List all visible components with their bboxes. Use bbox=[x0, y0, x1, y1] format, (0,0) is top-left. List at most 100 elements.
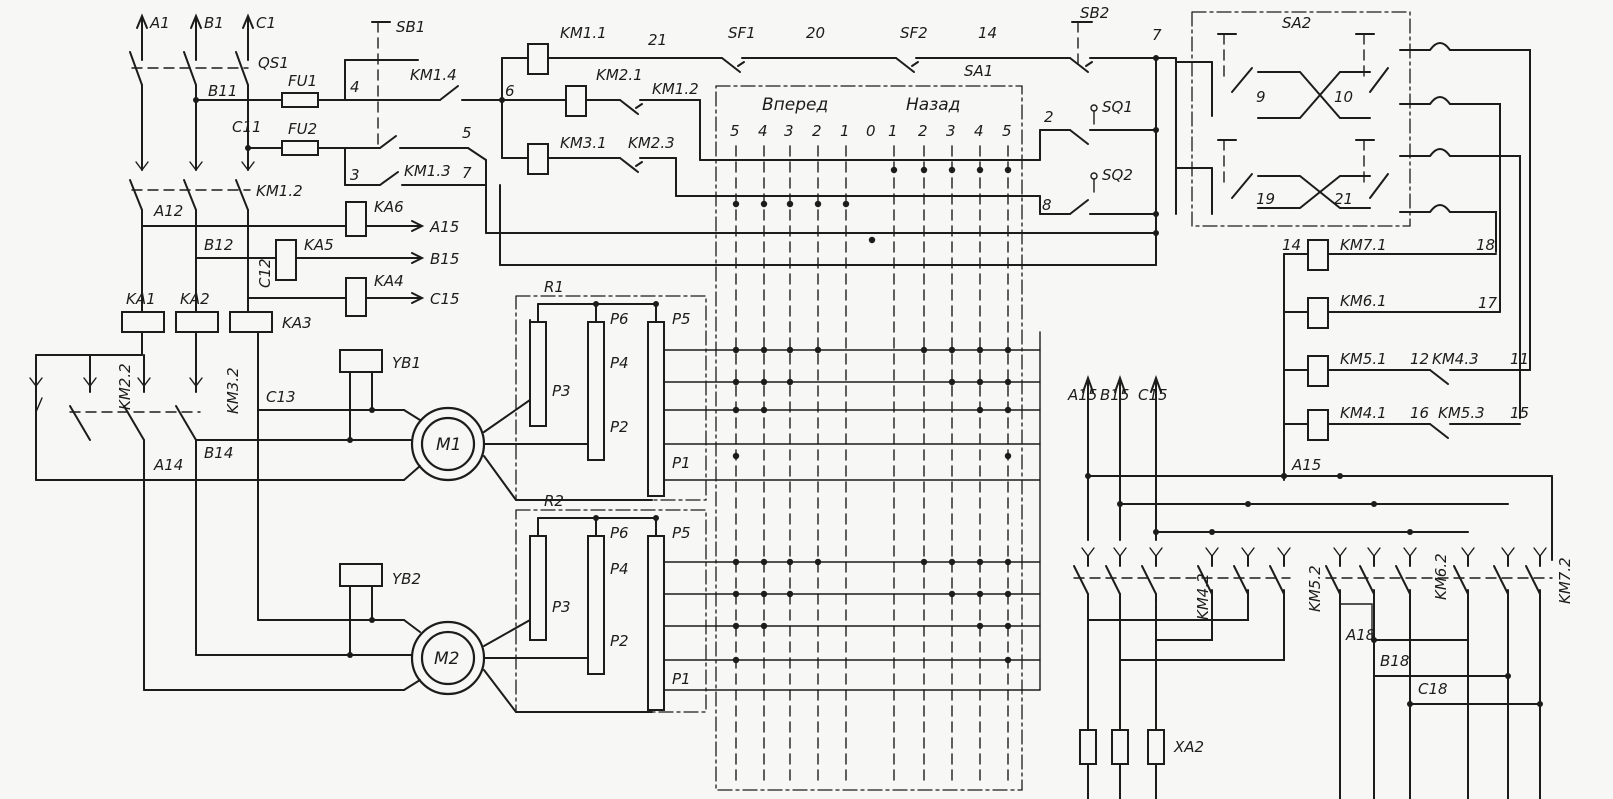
xa2-socket-2 bbox=[1111, 729, 1129, 765]
xa2-socket-1 bbox=[1079, 729, 1097, 765]
r1-p6: P6 bbox=[610, 310, 629, 328]
km1.4-contact-label: KM1.4 bbox=[410, 66, 457, 84]
r1-p3-resistor bbox=[529, 321, 547, 427]
c15-in: C15 bbox=[1138, 386, 1168, 404]
ka2-relay bbox=[175, 311, 219, 333]
sa1-position-8: 3 bbox=[946, 122, 956, 140]
r2-p2: P2 bbox=[610, 632, 629, 650]
node-5: 5 bbox=[462, 124, 472, 142]
r1-p5: P5 bbox=[672, 310, 691, 328]
node-14: 14 bbox=[1282, 236, 1301, 254]
node-18: 18 bbox=[1476, 236, 1495, 254]
supply-a1-label: A1 bbox=[149, 14, 170, 32]
r1-p1-resistor bbox=[647, 321, 665, 497]
r1-p4: P4 bbox=[610, 354, 629, 372]
xa2-label: XA2 bbox=[1173, 738, 1204, 756]
supply-b1-label: B1 bbox=[204, 14, 224, 32]
control-circuit: FU1 FU2 4 3 SB1 KM1.4 6 KM1.3 5 7 bbox=[195, 4, 1177, 266]
m2-label: M2 bbox=[434, 649, 459, 669]
node-8: 8 bbox=[1042, 196, 1052, 214]
node-12: 12 bbox=[1410, 350, 1429, 368]
power-circuit: KM1.2 A12 B12 C12 KA6 A15 KA5 B15 KA4 C1… bbox=[29, 179, 653, 713]
km4.2-contact-label: KM4.2 bbox=[1194, 573, 1212, 620]
km1.1-coil-label: KM1.1 bbox=[560, 24, 607, 42]
sa1-position-7: 2 bbox=[918, 122, 928, 140]
km3.3-contact-label: KM1.2 bbox=[652, 80, 699, 98]
node-20: 21 bbox=[1334, 190, 1353, 208]
km7.2-contact-label: KM7.2 bbox=[1556, 557, 1574, 604]
r1-p2-resistor bbox=[587, 321, 605, 461]
fu2-label: FU2 bbox=[288, 120, 317, 138]
fu2-fuse bbox=[281, 140, 319, 156]
sa1-forward-label: Вперед bbox=[762, 95, 828, 115]
node-4: 4 bbox=[350, 78, 360, 96]
r1-p1: P1 bbox=[672, 454, 691, 472]
sa1-position-6: 1 bbox=[888, 122, 898, 140]
km2.3-contact-label: KM2.3 bbox=[628, 134, 675, 152]
wire-a18: A18 bbox=[1345, 626, 1375, 644]
node-3: 3 bbox=[350, 166, 360, 184]
a15-in: A15 bbox=[1067, 386, 1097, 404]
node-13: 14 bbox=[978, 24, 997, 42]
resistor-bank-r2: R2 P6 P5 P4 P3 P2 P1 bbox=[515, 492, 707, 713]
r2-p5: P5 bbox=[672, 524, 691, 542]
r1-p2: P2 bbox=[610, 418, 629, 436]
c15-out: C15 bbox=[430, 290, 460, 308]
km3.1-coil-label: KM3.1 bbox=[560, 134, 607, 152]
wire-b14: B14 bbox=[204, 444, 233, 462]
fu1-label: FU1 bbox=[288, 72, 317, 90]
node-7a: 7 bbox=[462, 164, 472, 182]
a15-out: A15 bbox=[429, 218, 459, 236]
sb1-label: SB1 bbox=[396, 18, 425, 36]
km3.1-coil bbox=[527, 143, 549, 175]
node-19: 20 bbox=[806, 24, 825, 42]
ka1-label: KA1 bbox=[126, 290, 156, 308]
node-2: 2 bbox=[1044, 108, 1054, 126]
node-21: 21 bbox=[648, 31, 667, 49]
node-10: 10 bbox=[1334, 88, 1353, 106]
km3.2-contact-label: KM3.2 bbox=[224, 367, 242, 414]
ka6-relay bbox=[345, 201, 367, 237]
supply-section: A1 B1 C1 QS1 B11 C11 bbox=[129, 13, 289, 172]
node-11: 11 bbox=[1510, 350, 1529, 368]
ka5-label: KA5 bbox=[304, 236, 334, 254]
r2-p4: P4 bbox=[610, 560, 629, 578]
ka3-label: KA3 bbox=[282, 314, 312, 332]
fu1-fuse bbox=[281, 92, 319, 108]
km5.1-coil bbox=[1307, 355, 1329, 387]
sa1-position-10: 5 bbox=[1002, 122, 1012, 140]
qs1-label: QS1 bbox=[258, 54, 289, 72]
r2-p6: P6 bbox=[610, 524, 629, 542]
sa1-position-5: 0 bbox=[866, 122, 876, 140]
m1-label: M1 bbox=[436, 435, 461, 455]
b15-out: B15 bbox=[430, 250, 459, 268]
sa2-label: SA2 bbox=[1282, 14, 1311, 32]
km5.3-contact-label: KM5.3 bbox=[1438, 404, 1485, 422]
b15-in: B15 bbox=[1100, 386, 1129, 404]
sa1-contact-rows bbox=[663, 166, 1041, 691]
sb2-label: SB2 bbox=[1080, 4, 1109, 22]
yb1-brake bbox=[339, 349, 383, 373]
sq1-label: SQ1 bbox=[1102, 98, 1133, 116]
wire-c12: C12 bbox=[256, 258, 274, 288]
ka1-relay bbox=[121, 311, 165, 333]
resistor-bank-r1: R1 P6 P5 P4 P3 P2 P1 bbox=[515, 278, 707, 501]
km6.2-contact-label: KM6.2 bbox=[1432, 553, 1450, 600]
node-16: 16 bbox=[1410, 404, 1429, 422]
wire-b18: B18 bbox=[1380, 652, 1409, 670]
wire-b12: B12 bbox=[204, 236, 233, 254]
sa1-position-9: 4 bbox=[974, 122, 984, 140]
sa2-switch: SA2 9 10 19 21 bbox=[1175, 11, 1531, 419]
km4.3-contact-label: KM4.3 bbox=[1432, 350, 1479, 368]
km6.1-coil bbox=[1307, 297, 1329, 329]
wire-a15b: A15 bbox=[1291, 456, 1321, 474]
sa1-position-2: 3 bbox=[784, 122, 794, 140]
km4.1-coil-label: KM4.1 bbox=[1340, 404, 1387, 422]
km7.1-coil bbox=[1307, 239, 1329, 271]
xa2-socket-3 bbox=[1147, 729, 1165, 765]
wire-a14: A14 bbox=[153, 456, 183, 474]
r2-p2-resistor bbox=[587, 535, 605, 675]
km5.1-coil-label: KM5.1 bbox=[1340, 350, 1387, 368]
